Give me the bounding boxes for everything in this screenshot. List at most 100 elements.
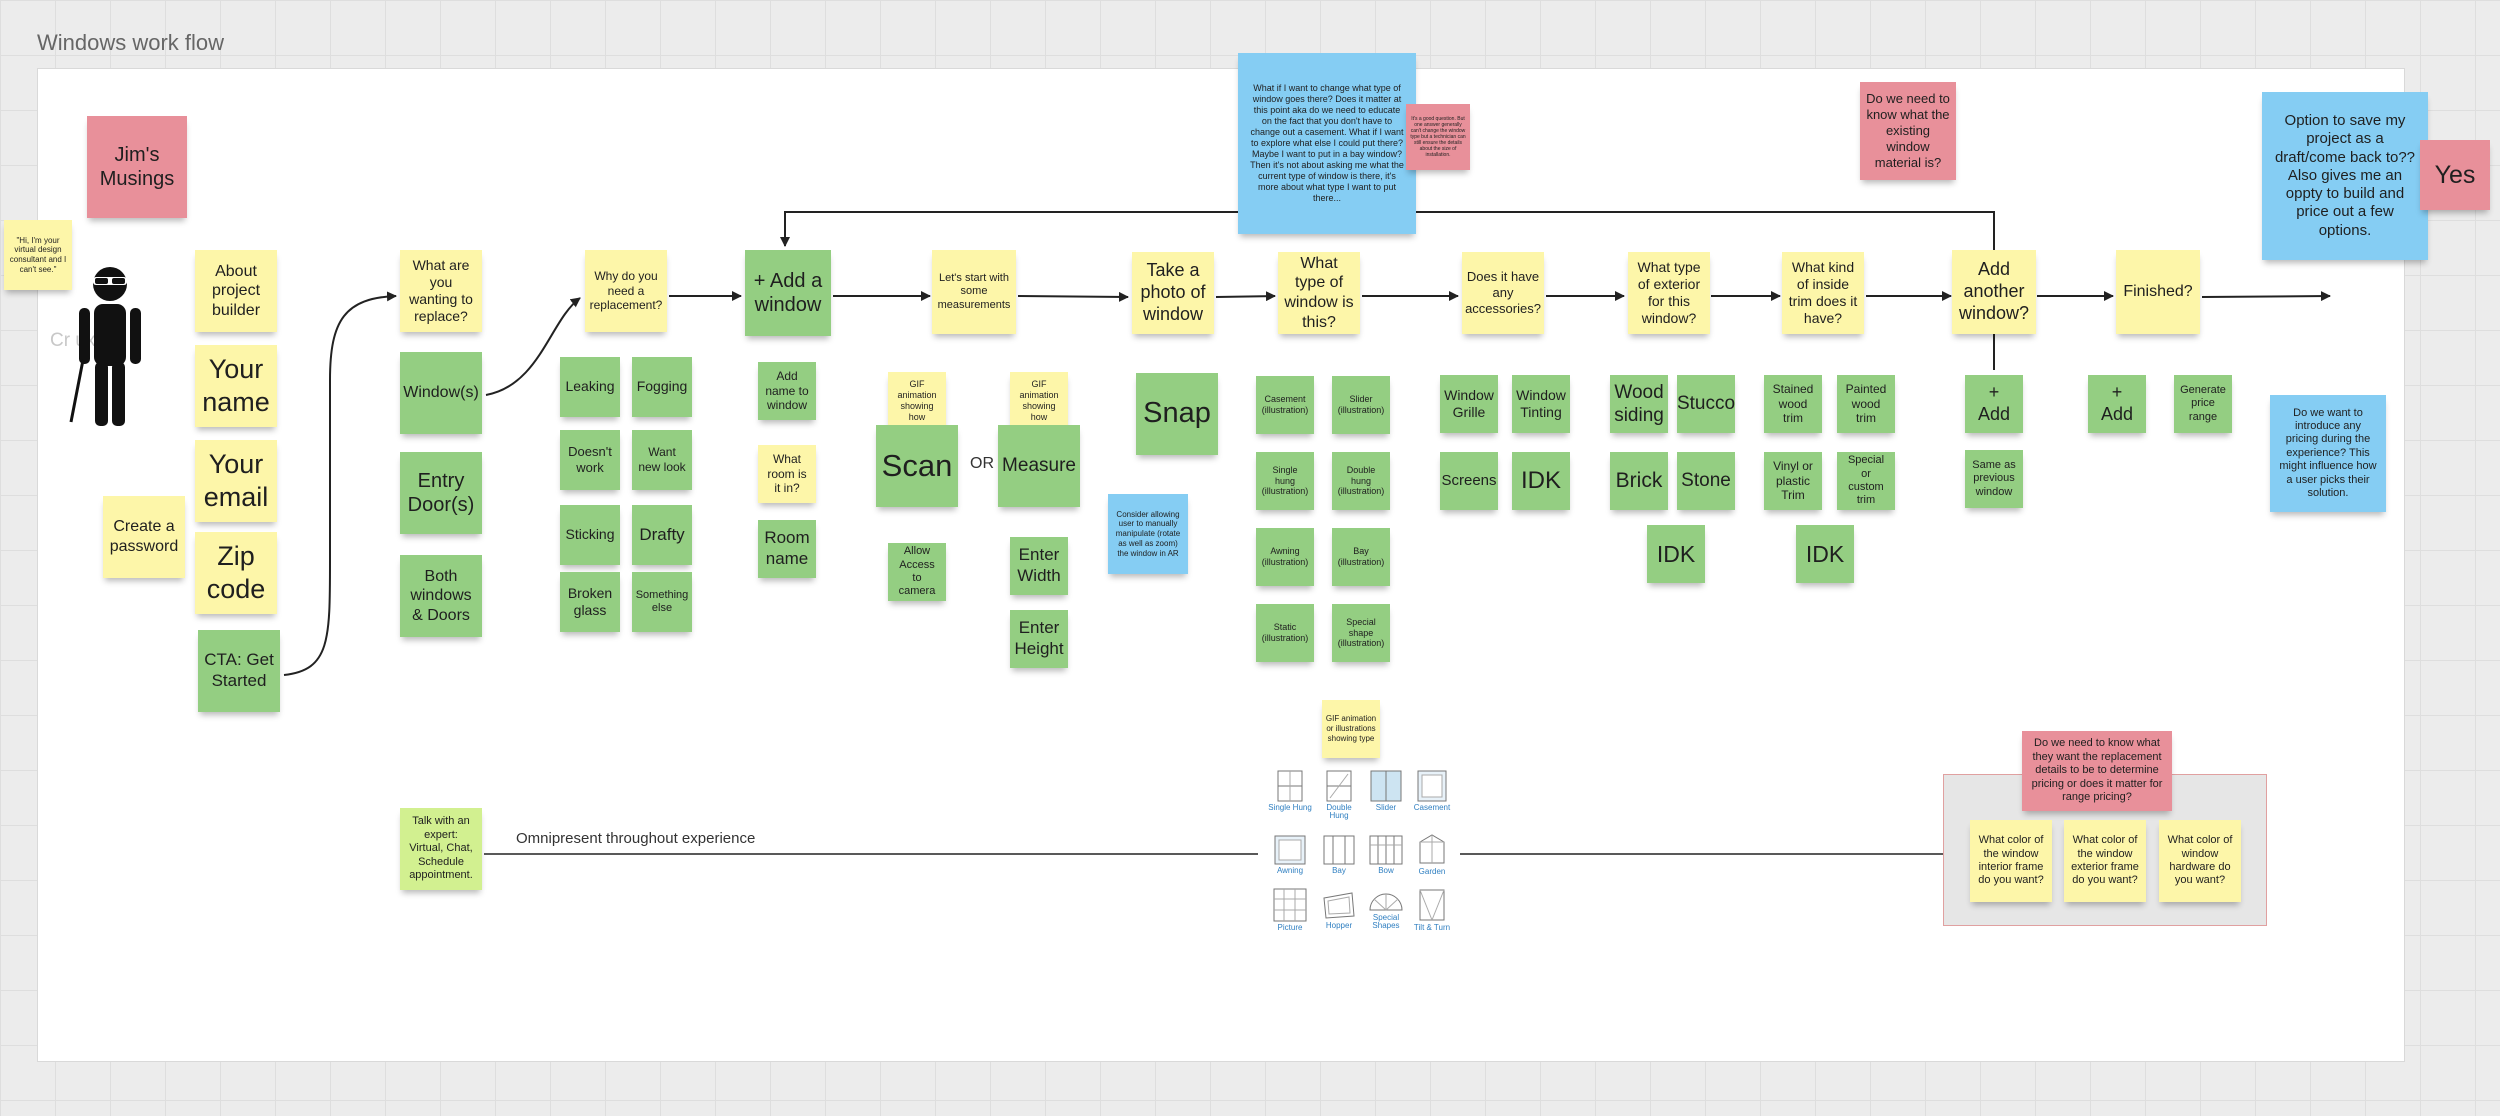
ar-manipulate-note[interactable]: Consider allowing user to manually manip… — [1108, 494, 1188, 574]
brick-note[interactable]: Brick — [1610, 452, 1668, 510]
double-hung-window-icon: Double Hung — [1317, 770, 1361, 821]
interior-color-note[interactable]: What color of the window interior frame … — [1970, 820, 2052, 902]
enter-width-note[interactable]: Enter Width — [1010, 537, 1068, 595]
sticking-note[interactable]: Sticking — [560, 505, 620, 565]
yes-note[interactable]: Yes — [2420, 140, 2490, 210]
arrow-finished — [2201, 291, 2331, 302]
leaking-note[interactable]: Leaking — [560, 357, 620, 417]
special-shape-note[interactable]: Special shape (illustration) — [1332, 604, 1390, 662]
measure-intro-note[interactable]: Let's start with some measurements — [932, 250, 1016, 334]
exterior-question-note[interactable]: What type of exterior for this window? — [1628, 252, 1710, 334]
accessories-question-note[interactable]: Does it have any accessories? — [1462, 252, 1544, 334]
enter-height-note[interactable]: Enter Height — [1010, 610, 1068, 668]
finished-add-note[interactable]: + Add — [2088, 375, 2146, 433]
same-as-previous-note[interactable]: Same as previous window — [1965, 450, 2023, 508]
painted-trim-note[interactable]: Painted wood trim — [1837, 375, 1895, 433]
another-add-note[interactable]: + Add — [1965, 375, 2023, 433]
existing-material-note[interactable]: Do we need to know what the existing win… — [1860, 82, 1956, 180]
tilt-turn-icon-label: Tilt & Turn — [1413, 923, 1451, 932]
gif-type-note[interactable]: GIF animation or illustrations showing t… — [1322, 700, 1380, 758]
something-else-note[interactable]: Something else — [632, 572, 692, 632]
slider-icon-label: Slider — [1375, 803, 1397, 812]
stucco-note[interactable]: Stucco — [1677, 375, 1735, 433]
gif-measure-note[interactable]: GIF animation showing how — [1010, 372, 1068, 430]
wood-siding-note[interactable]: Wood siding — [1610, 375, 1668, 433]
both-option-note[interactable]: Both windows & Doors — [400, 555, 482, 637]
trim-idk-note[interactable]: IDK — [1796, 525, 1854, 583]
cta-connector — [283, 291, 397, 676]
tilt-turn-window-icon: Tilt & Turn — [1410, 888, 1454, 932]
arrow-measure — [1017, 291, 1129, 302]
tinting-note[interactable]: Window Tinting — [1512, 375, 1570, 433]
new-look-note[interactable]: Want new look — [632, 430, 692, 490]
room-name-note[interactable]: Room name — [758, 520, 816, 578]
replacement-details-note[interactable]: Do we need to know what they want the re… — [2022, 731, 2172, 811]
special-trim-note[interactable]: Special or custom trim — [1837, 452, 1895, 510]
hopper-icon-label: Hopper — [1325, 921, 1353, 930]
garden-window-icon: Garden — [1410, 832, 1454, 876]
allow-camera-note[interactable]: Allow Access to camera — [888, 543, 946, 601]
name-note[interactable]: Your name — [195, 345, 277, 427]
finished-note[interactable]: Finished? — [2116, 250, 2200, 334]
grille-note[interactable]: Window Grille — [1440, 375, 1498, 433]
double-hung-note[interactable]: Double hung (illustration) — [1332, 452, 1390, 510]
broken-glass-note[interactable]: Broken glass — [560, 572, 620, 632]
stone-note[interactable]: Stone — [1677, 452, 1735, 510]
exterior-idk-note[interactable]: IDK — [1647, 525, 1705, 583]
windows-option-note[interactable]: Window(s) — [400, 352, 482, 434]
vinyl-trim-note[interactable]: Vinyl or plastic Trim — [1764, 452, 1822, 510]
double-hung-icon-label: Double Hung — [1326, 803, 1352, 821]
about-note[interactable]: About project builder — [195, 250, 277, 332]
price-range-note[interactable]: Generate price range — [2174, 375, 2232, 433]
password-note[interactable]: Create a password — [103, 496, 185, 578]
casement-note[interactable]: Casement (illustration) — [1256, 376, 1314, 434]
email-note[interactable]: Your email — [195, 440, 277, 522]
arrow-photo — [1215, 291, 1276, 302]
special-shapes-window-icon: Special Shapes — [1364, 890, 1408, 931]
measure-note[interactable]: Measure — [998, 425, 1080, 507]
hopper-window-icon: Hopper — [1317, 890, 1361, 930]
what-room-note[interactable]: What room is it in? — [758, 445, 816, 503]
stained-trim-note[interactable]: Stained wood trim — [1764, 375, 1822, 433]
fogging-note[interactable]: Fogging — [632, 357, 692, 417]
snap-note[interactable]: Snap — [1136, 373, 1218, 455]
doesnt-work-note[interactable]: Doesn't work — [560, 430, 620, 490]
scan-note[interactable]: Scan — [876, 425, 958, 507]
drafty-note[interactable]: Drafty — [632, 505, 692, 565]
reason-question-note[interactable]: Why do you need a replacement? — [585, 250, 667, 332]
add-name-note[interactable]: Add name to window — [758, 362, 816, 420]
pricing-question-note[interactable]: Do we want to introduce any pricing duri… — [2270, 395, 2386, 512]
cta-note[interactable]: CTA: Get Started — [198, 630, 280, 712]
casement-icon-label: Casement — [1413, 803, 1451, 812]
bow-window-icon: Bow — [1364, 835, 1408, 875]
change-type-note[interactable]: What if I want to change what type of wi… — [1238, 53, 1416, 234]
screens-note[interactable]: Screens — [1440, 452, 1498, 510]
take-photo-note[interactable]: Take a photo of window — [1132, 252, 1214, 334]
picture-window-icon: Picture — [1268, 888, 1312, 932]
gif-scan-note[interactable]: GIF animation showing how — [888, 372, 946, 430]
persona-title-note[interactable]: Jim's Musings — [87, 116, 187, 218]
entry-door-note[interactable]: Entry Door(s) — [400, 452, 482, 534]
casement-window-icon: Casement — [1410, 770, 1454, 812]
bay-note[interactable]: Bay (illustration) — [1332, 528, 1390, 586]
exterior-color-note[interactable]: What color of the window exterior frame … — [2064, 820, 2146, 902]
window-type-question-note[interactable]: What type of window is this? — [1278, 252, 1360, 334]
type-answer-note[interactable]: It's a good question. But one answer gen… — [1406, 104, 1470, 170]
awning-note[interactable]: Awning (illustration) — [1256, 528, 1314, 586]
slider-note[interactable]: Slider (illustration) — [1332, 376, 1390, 434]
single-hung-note[interactable]: Single hung (illustration) — [1256, 452, 1314, 510]
blind-person-icon — [69, 267, 141, 426]
save-draft-note[interactable]: Option to save my project as a draft/com… — [2262, 92, 2428, 260]
talk-expert-note[interactable]: Talk with an expert: Virtual, Chat, Sche… — [400, 808, 482, 890]
replace-question-note[interactable]: What are you wanting to replace? — [400, 250, 482, 332]
add-window-note[interactable]: + Add a window — [745, 250, 831, 336]
trim-question-note[interactable]: What kind of inside trim does it have? — [1782, 252, 1864, 334]
zip-note[interactable]: Zip code — [195, 532, 277, 614]
static-note[interactable]: Static (illustration) — [1256, 604, 1314, 662]
omnipresent-label: Omnipresent throughout experience — [516, 830, 756, 847]
accessories-idk-note[interactable]: IDK — [1512, 452, 1570, 510]
another-window-note[interactable]: Add another window? — [1952, 250, 2036, 334]
hardware-color-note[interactable]: What color of window hardware do you wan… — [2159, 820, 2241, 902]
single-hung-icon-label: Single Hung — [1268, 803, 1312, 812]
persona-quote-note[interactable]: "Hi, I'm your virtual design consultant … — [4, 220, 72, 290]
